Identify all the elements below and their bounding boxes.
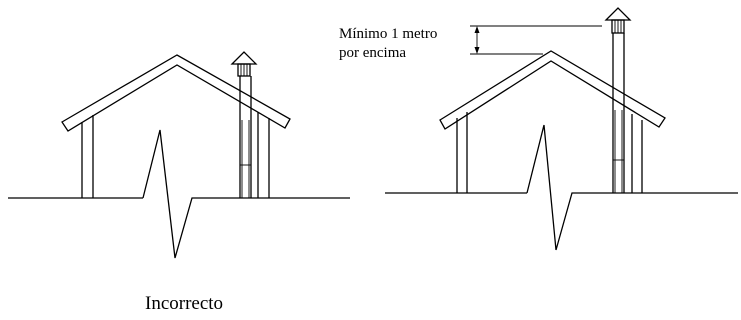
dimension-arrow-down <box>474 47 480 54</box>
caption-incorrect: Incorrecto <box>145 293 223 314</box>
chimney-cap-right <box>604 7 632 34</box>
chimney-pipe-right <box>612 33 625 193</box>
ground-break-right <box>526 124 738 251</box>
chimney-cap-left <box>230 51 258 77</box>
incorrect-house-drawing <box>8 51 350 259</box>
dimension-arrow-up <box>474 26 480 33</box>
correct-house-drawing <box>385 7 738 251</box>
height-dimension <box>470 25 602 55</box>
annotation-line-1: Mínimo 1 metro <box>339 26 437 42</box>
annotation-line-2: por encima <box>339 45 406 61</box>
chimney-pipe-left <box>239 76 252 198</box>
house-roof-right <box>439 50 666 130</box>
house-roof-left <box>61 54 291 132</box>
ground-break-left <box>142 129 350 259</box>
